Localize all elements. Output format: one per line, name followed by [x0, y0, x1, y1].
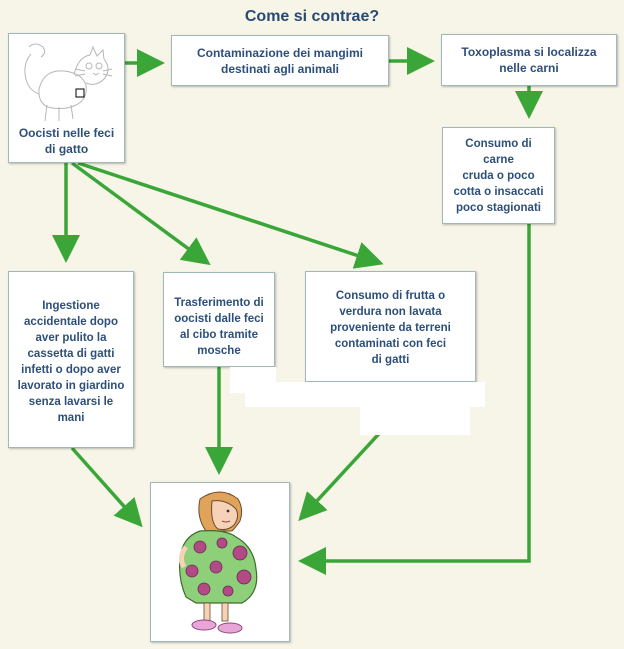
node-oocisti-label: Oocisti nelle feci di gatto [18, 126, 115, 156]
cat-icon [24, 43, 113, 122]
node-oocisti: Oocisti nelle feci di gatto [8, 33, 125, 163]
white-patch [360, 405, 470, 435]
node-pregnant-woman [150, 482, 290, 642]
node-toxoplasma: Toxoplasma si localizza nelle carni [441, 34, 617, 86]
arrow-oocisti-to-frutta [77, 161, 384, 269]
node-consumo-carne: Consumo di carne cruda o poco cotta o in… [442, 127, 555, 224]
pregnant-woman-icon [178, 491, 258, 634]
node-ingestione: Ingestione accidentale dopo aver pulito … [8, 271, 134, 448]
node-frutta-label: Consumo di frutta o verdura non lavata p… [330, 290, 451, 366]
node-contaminazione-label: Contaminazione dei mangimi destinati agl… [196, 45, 364, 76]
node-trasferimento: Trasferimento di oocisti dalle feci al c… [163, 272, 275, 367]
node-toxoplasma-label: Toxoplasma si localizza nelle carni [461, 45, 597, 75]
node-trasferimento-label: Trasferimento di oocisti dalle feci al c… [174, 297, 264, 357]
node-frutta: Consumo di frutta o verdura non lavata p… [305, 271, 476, 382]
diagram-title: Come si contrae? [244, 8, 380, 25]
arrow-oocisti-to-trasferimento [70, 161, 211, 266]
arrow-ingestione-to-woman [70, 446, 143, 528]
node-ingestione-label: Ingestione accidentale dopo aver pulito … [17, 299, 125, 424]
node-contaminazione: Contaminazione dei mangimi destinati agl… [171, 35, 389, 86]
arrow-consumo-to-woman [298, 224, 531, 575]
node-consumo-carne-label: Consumo di carne cruda o poco cotta o in… [453, 137, 544, 214]
white-patch [245, 382, 485, 407]
